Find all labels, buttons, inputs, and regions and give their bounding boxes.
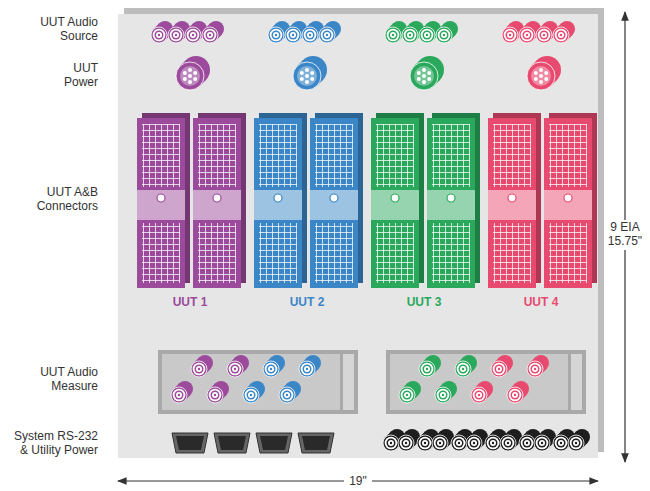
dsub-connector — [214, 433, 250, 453]
section-label: System RS-232 & Utility Power — [3, 430, 98, 458]
dsub-connector — [298, 433, 334, 453]
ab-connector — [544, 113, 597, 288]
ab-connector — [488, 113, 541, 288]
measure-panel-end — [343, 354, 354, 410]
measure-panel — [386, 350, 586, 414]
measure-panel-end — [571, 354, 582, 410]
measure-panel — [158, 350, 358, 414]
uut-label: UUT 4 — [501, 296, 581, 310]
audio-source-row — [151, 21, 575, 43]
power-row — [176, 56, 561, 90]
power-connector — [176, 56, 210, 90]
utility-jack — [500, 429, 522, 451]
ab-connector — [254, 113, 307, 288]
ab-connector — [137, 113, 190, 288]
bnc-connector — [191, 355, 213, 377]
utility-jack — [466, 429, 488, 451]
bnc-connector — [243, 381, 265, 403]
section-label: UUT Audio Measure — [18, 366, 98, 394]
bnc-connector — [171, 381, 193, 403]
bnc-connector — [507, 381, 529, 403]
bnc-connector — [202, 21, 224, 43]
measure-panel-inset — [162, 354, 340, 410]
dimension-label: 9 EIA 15.75" — [604, 220, 646, 250]
bnc-connector — [436, 21, 458, 43]
uut-label: UUT 3 — [384, 296, 464, 310]
dsub-connector — [172, 433, 208, 453]
power-connector — [293, 56, 327, 90]
section-label: UUT Power — [48, 62, 98, 90]
power-connector — [527, 56, 561, 90]
bnc-connector — [455, 355, 477, 377]
audio-measure-panels — [158, 350, 586, 414]
power-connector — [410, 56, 444, 90]
utility-jack — [432, 429, 454, 451]
utility-jack — [398, 429, 420, 451]
bnc-connector — [419, 355, 441, 377]
bnc-connector — [527, 355, 549, 377]
bnc-connector — [227, 355, 249, 377]
utility-jack — [534, 429, 556, 451]
dsub-connector — [256, 433, 292, 453]
bnc-connector — [299, 355, 321, 377]
ab-connector — [310, 113, 363, 288]
ab-connector — [193, 113, 246, 288]
panel-face — [118, 14, 598, 458]
bnc-connector — [471, 381, 493, 403]
section-label: UUT Audio Source — [18, 16, 98, 44]
measure-panel-inset — [390, 354, 568, 410]
bnc-connector — [319, 21, 341, 43]
bnc-connector — [399, 381, 421, 403]
bnc-connector — [553, 21, 575, 43]
utility-power-row — [383, 429, 590, 451]
dimension-label: 19" — [344, 474, 372, 490]
bnc-connector — [435, 381, 457, 403]
ab-connector — [427, 113, 480, 288]
rs232-row — [172, 433, 334, 453]
utility-jack — [568, 429, 590, 451]
bnc-connector — [491, 355, 513, 377]
uut-label: UUT 1 — [150, 296, 230, 310]
section-label: UUT A&B Connectors — [18, 186, 98, 214]
uut-label: UUT 2 — [267, 296, 347, 310]
ab-connector-row — [137, 113, 597, 288]
bnc-connector — [207, 381, 229, 403]
bnc-connector — [263, 355, 285, 377]
ab-connector — [371, 113, 424, 288]
bnc-connector — [279, 381, 301, 403]
